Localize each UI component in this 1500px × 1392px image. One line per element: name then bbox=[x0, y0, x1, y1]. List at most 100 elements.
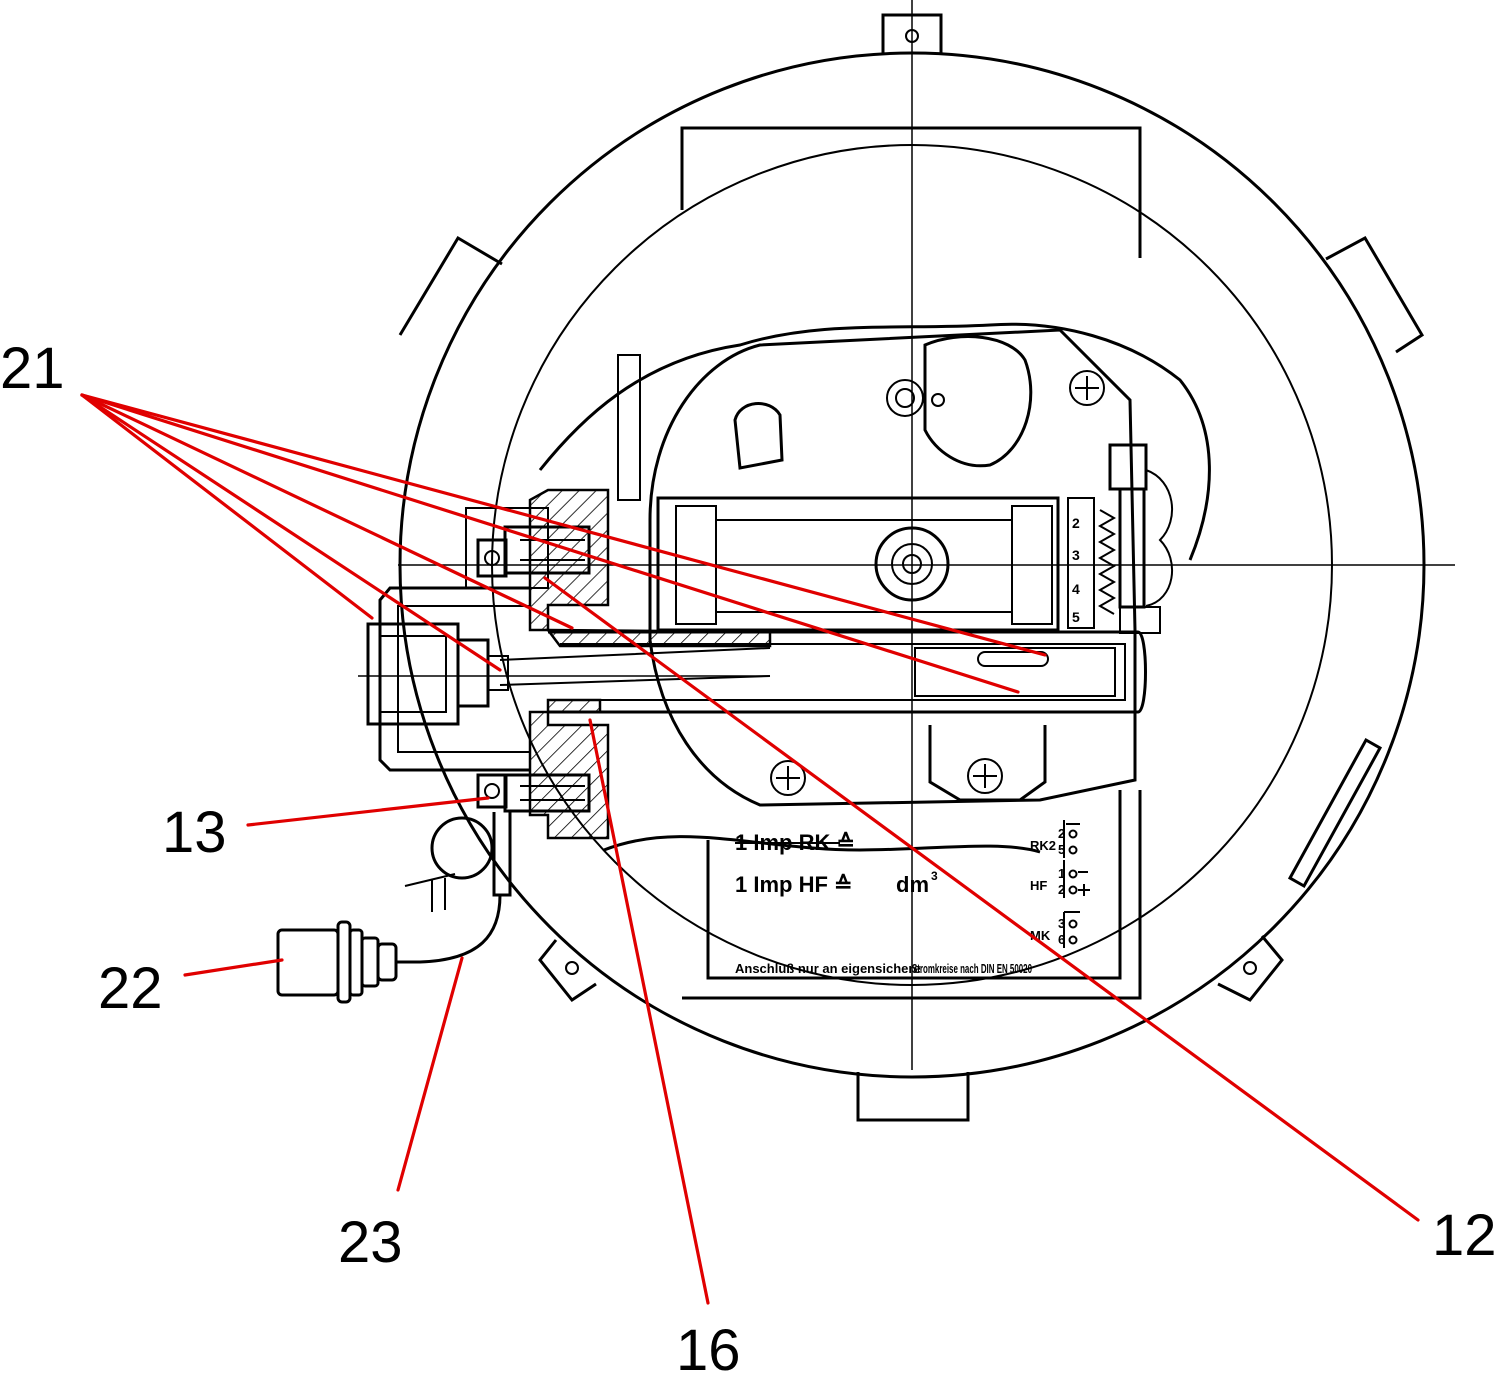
terminal-pin-3: 3 bbox=[1058, 916, 1065, 931]
scale-zigzag bbox=[1097, 509, 1117, 615]
upper-left-bracket bbox=[617, 354, 641, 501]
reed-clamp bbox=[1119, 606, 1161, 634]
leader-21-c bbox=[80, 393, 574, 630]
left-upper-lug bbox=[398, 235, 503, 336]
side-window bbox=[1287, 737, 1383, 889]
leader-lines bbox=[80, 393, 1420, 1305]
pivot-inner bbox=[895, 388, 915, 408]
ground-symbol bbox=[404, 873, 456, 912]
bottom-lug bbox=[856, 1072, 970, 1122]
external-cable bbox=[276, 812, 512, 1004]
sensor-wires bbox=[499, 647, 771, 686]
screw-icon bbox=[967, 758, 1003, 794]
callout-12: 12 bbox=[1432, 1203, 1497, 1268]
lower-boss bbox=[928, 725, 1047, 802]
scale-tick-3: 3 bbox=[1072, 547, 1080, 563]
cable-gland bbox=[366, 507, 549, 772]
sensor-element bbox=[914, 647, 1116, 697]
sensor-tube-inner bbox=[560, 643, 1126, 701]
terminal-pin-2: 2 bbox=[1058, 826, 1065, 841]
terminal-pin-5: 5 bbox=[1058, 842, 1065, 857]
scale-tick-2: 2 bbox=[1072, 515, 1080, 531]
leader-21-b bbox=[80, 393, 502, 672]
leader-23 bbox=[396, 956, 464, 1192]
cable-clamp bbox=[492, 812, 512, 897]
leader-21-a bbox=[80, 393, 374, 620]
nameplate-line-hf: 1 Imp HF ≙ bbox=[735, 872, 852, 897]
pivot-outer bbox=[886, 379, 924, 417]
terminal-tag-hf: HF bbox=[1030, 878, 1047, 893]
leader-21-d bbox=[80, 393, 1020, 694]
terminal-pin-6: 6 bbox=[1058, 932, 1065, 947]
leader-16 bbox=[588, 718, 710, 1305]
nameplate-footer-left: Anschluß nur an eigensichere bbox=[735, 961, 921, 976]
counter-frame bbox=[656, 496, 1060, 632]
nameplate-frame bbox=[706, 790, 1122, 980]
center-lines bbox=[358, 0, 1455, 1070]
gland-tip bbox=[487, 655, 509, 691]
wall-section-lower bbox=[546, 698, 602, 714]
cutaway-lower-line bbox=[603, 835, 1041, 854]
flange-block bbox=[476, 488, 610, 840]
callout-13: 13 bbox=[162, 800, 227, 865]
leader-12 bbox=[543, 576, 1420, 1222]
nameplate-footer-right: Stromkreise nach DIN EN 50020 bbox=[912, 961, 1032, 976]
meter-body bbox=[538, 126, 1211, 1000]
cable bbox=[395, 894, 502, 964]
plug-collar-3 bbox=[360, 936, 380, 988]
terminal-tag-rk: RK2 bbox=[1030, 838, 1056, 853]
screw-icon bbox=[770, 760, 806, 796]
lower-screw-nut bbox=[476, 773, 508, 809]
callout-22: 22 bbox=[98, 956, 163, 1021]
sensor-tube-outer bbox=[548, 630, 1147, 714]
scale-tick-5: 5 bbox=[1072, 609, 1080, 625]
gland-body bbox=[456, 638, 490, 708]
callout-21: 21 bbox=[0, 336, 65, 401]
upper-screw-nut bbox=[476, 538, 508, 578]
mk-switch-symbol bbox=[1063, 911, 1080, 948]
screw-icon bbox=[1069, 370, 1105, 406]
scale-strip bbox=[1067, 497, 1095, 629]
cable-grommet bbox=[430, 816, 494, 880]
plug-tip bbox=[376, 942, 398, 982]
nameplate-unit-exponent: 3 bbox=[931, 869, 938, 883]
left-lower-lug bbox=[538, 939, 597, 1003]
leader-21-e bbox=[80, 393, 1047, 657]
cutaway-break-line bbox=[538, 322, 1211, 561]
gland-housing-inner bbox=[397, 605, 530, 753]
leader-22 bbox=[183, 958, 284, 977]
lower-screw-thread bbox=[520, 785, 585, 801]
callout-16: 16 bbox=[676, 1318, 741, 1383]
body-top-frame bbox=[680, 126, 1142, 258]
plug-collar-1 bbox=[336, 920, 352, 1004]
right-lower-lug-hole bbox=[1243, 961, 1257, 975]
left-lower-lug-hole bbox=[565, 961, 579, 975]
sensor-capsule bbox=[977, 651, 1049, 667]
sensor-assembly bbox=[499, 628, 1147, 714]
reed-switch-head bbox=[1108, 443, 1148, 491]
right-lower-lug bbox=[1217, 935, 1284, 1002]
dial-disc bbox=[923, 335, 1033, 468]
counter-assembly: 2 3 4 5 bbox=[656, 443, 1174, 634]
terminal-pin-1: 1 bbox=[1058, 866, 1065, 881]
rk-switch-symbol bbox=[1063, 820, 1080, 858]
upper-screw-thread bbox=[520, 539, 585, 561]
plug-collar-2 bbox=[348, 928, 364, 997]
callout-23: 23 bbox=[338, 1210, 403, 1275]
hf-polarity-symbol bbox=[1063, 860, 1090, 898]
slotted-knob bbox=[733, 402, 784, 470]
callout-labels: 21 13 22 23 16 12 bbox=[0, 336, 1497, 1383]
leader-13 bbox=[246, 796, 490, 827]
wall-section-upper bbox=[545, 628, 772, 648]
gland-upper-cover bbox=[465, 507, 549, 589]
reed-wire bbox=[1145, 469, 1174, 607]
pin-hole bbox=[931, 393, 945, 407]
plug-body bbox=[276, 928, 340, 997]
terminal-pin-2b: 2 bbox=[1058, 882, 1065, 897]
gland-nut-inner bbox=[379, 635, 447, 713]
right-upper-lug bbox=[1325, 235, 1425, 354]
scale-tick-4: 4 bbox=[1072, 581, 1080, 597]
nameplate: 1 Imp RK ≙ 1 Imp HF ≙ dm 3 Anschluß nur … bbox=[706, 790, 1122, 980]
body-bottom-frame bbox=[682, 790, 1142, 1000]
